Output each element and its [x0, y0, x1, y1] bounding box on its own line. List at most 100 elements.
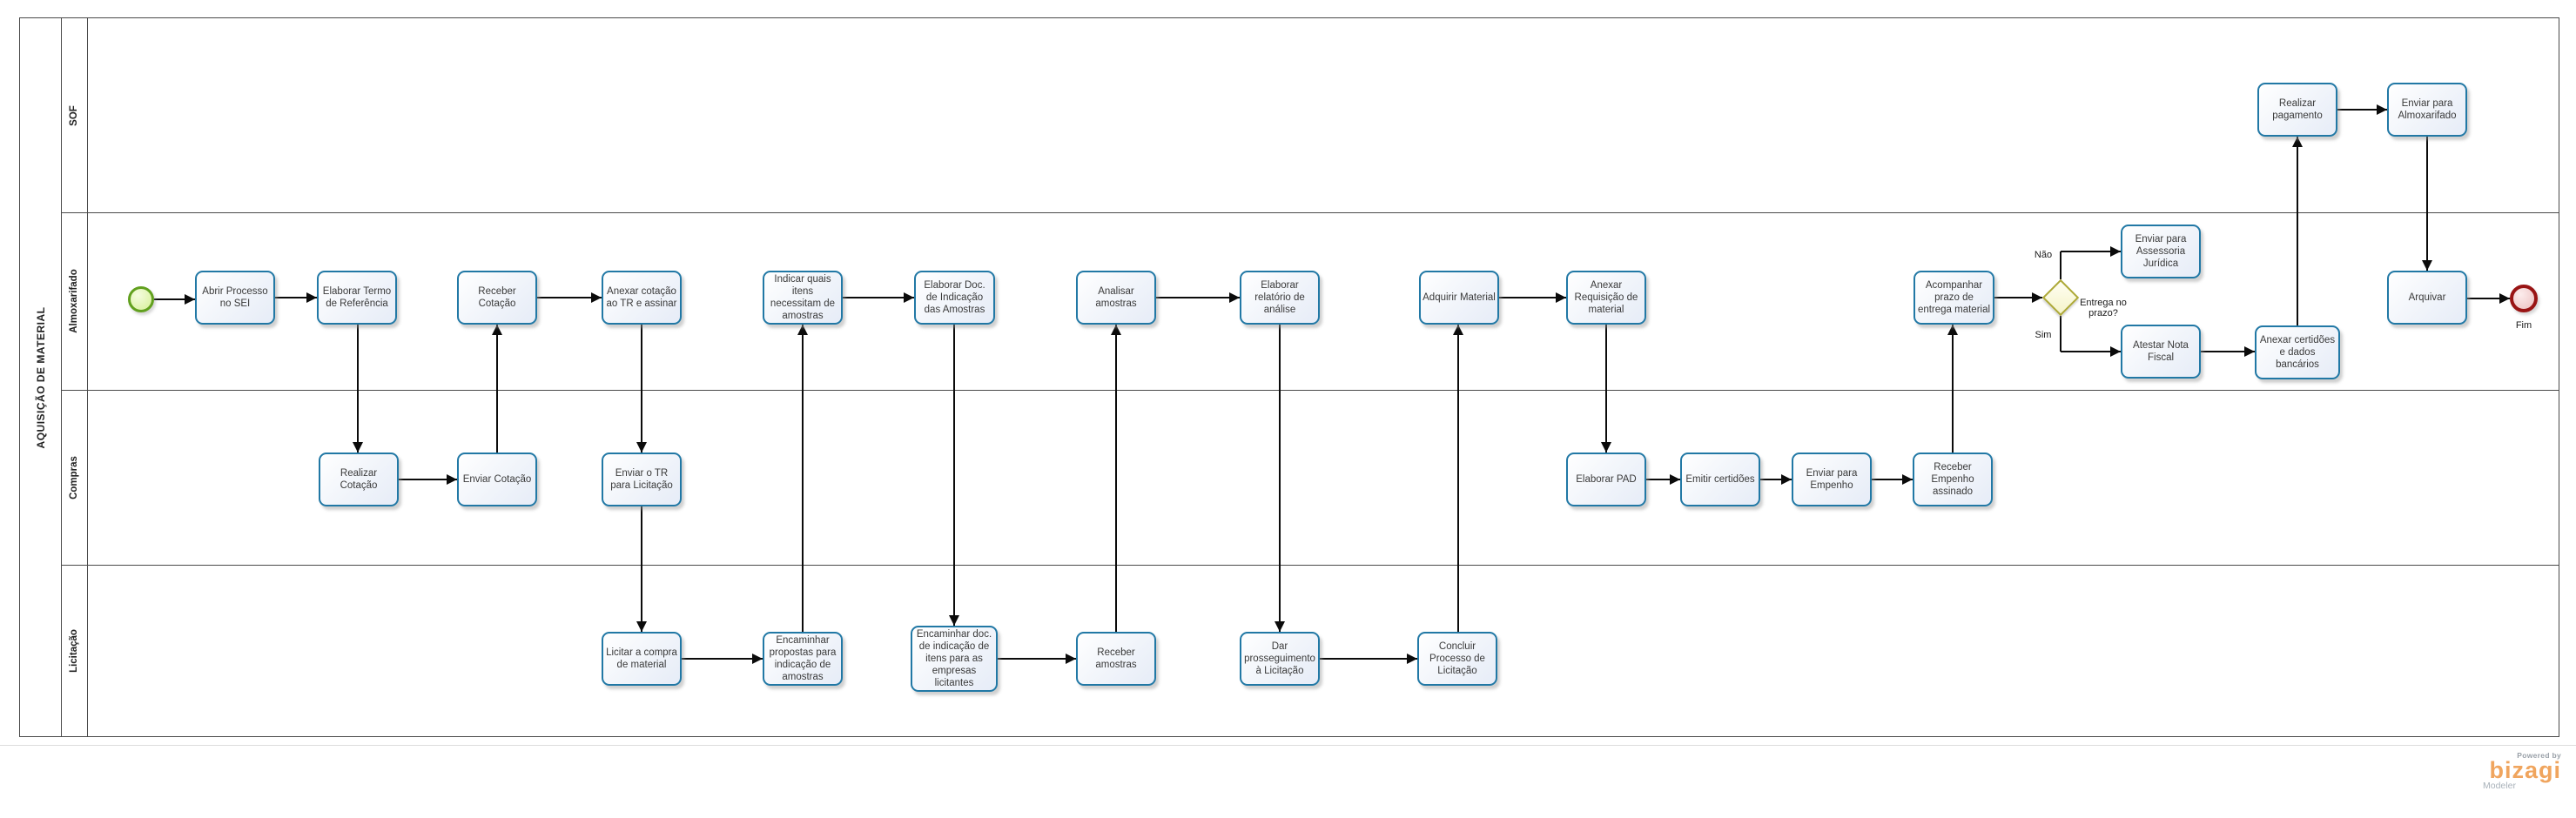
task-elaborar-termo-referencia[interactable]: Elaborar Termo de Referência [317, 271, 397, 325]
sequence-flow-segment [2201, 351, 2255, 352]
task-elaborar-doc-indicacao[interactable]: Elaborar Doc. de Indicação das Amostras [914, 271, 995, 325]
sequence-flow-arrowhead [2292, 137, 2303, 147]
task-elaborar-relatorio-analise[interactable]: Elaborar relatório de análise [1240, 271, 1320, 325]
sequence-flow-arrowhead [185, 294, 195, 305]
sequence-flow-segment [1605, 325, 1607, 453]
sequence-flow-arrowhead [2032, 292, 2042, 303]
sequence-flow-segment [1320, 658, 1417, 660]
pool-title: AQUISIÇÃO DE MATERIAL [35, 306, 47, 449]
task-abrir-processo-no-sei[interactable]: Abrir Processo no SEI [195, 271, 275, 325]
sequence-flow-segment [1156, 297, 1240, 298]
task-realizar-pagamento[interactable]: Realizar pagamento [2257, 83, 2337, 137]
sequence-flow-segment [953, 325, 955, 626]
sequence-flow-arrowhead [1601, 442, 1611, 453]
sequence-flow-segment [1646, 479, 1680, 480]
task-enviar-para-empenho[interactable]: Enviar para Empenho [1792, 453, 1872, 506]
task-encaminhar-propostas[interactable]: Encaminhar propostas para indicação de a… [763, 632, 843, 686]
task-enviar-cotacao[interactable]: Enviar Cotação [457, 453, 537, 506]
sequence-flow-segment [154, 298, 195, 300]
sequence-flow-arrowhead [1111, 325, 1121, 335]
bizagi-footer: Powered by bizagi Modeler [2481, 751, 2561, 791]
sequence-flow-arrowhead [1781, 474, 1792, 485]
sequence-flow-segment [802, 325, 804, 632]
sequence-flow-segment [399, 479, 457, 480]
sequence-flow-segment [1760, 479, 1792, 480]
lane-separator [61, 565, 2559, 566]
sequence-flow-segment [2426, 137, 2428, 271]
sequence-flow-arrowhead [1229, 292, 1240, 303]
bizagi-logo: bizagi [2489, 757, 2561, 783]
label-entrega-no-prazo: Entrega no prazo? [2080, 298, 2127, 318]
powered-by-text: Powered by [2517, 751, 2561, 760]
sequence-flow-segment [1872, 479, 1913, 480]
lane-label-sof: SOF [69, 104, 79, 126]
sequence-flow-segment [2337, 109, 2387, 111]
start-event[interactable] [128, 286, 154, 312]
sequence-flow-segment [843, 297, 914, 298]
sequence-flow-arrowhead [2110, 246, 2121, 257]
sequence-flow-arrowhead [1902, 474, 1913, 485]
task-receber-cotacao[interactable]: Receber Cotação [457, 271, 537, 325]
sequence-flow-arrowhead [492, 325, 502, 335]
task-licitar-compra-material[interactable]: Licitar a compra de material [602, 632, 682, 686]
sequence-flow-arrowhead [1947, 325, 1958, 335]
task-concluir-processo-licitacao[interactable]: Concluir Processo de Licitação [1417, 632, 1497, 686]
sequence-flow-segment [2467, 298, 2510, 299]
sequence-flow-arrowhead [636, 442, 647, 453]
task-analisar-amostras[interactable]: Analisar amostras [1076, 271, 1156, 325]
task-encaminhar-doc-licitantes[interactable]: Encaminhar doc. de indicação de itens pa… [911, 626, 998, 692]
sequence-flow-arrowhead [447, 474, 457, 485]
sequence-flow-segment [998, 658, 1076, 660]
sequence-flow-arrowhead [2244, 346, 2255, 357]
sequence-flow-segment [1279, 325, 1281, 632]
sequence-flow-segment [537, 297, 602, 298]
end-event[interactable] [2510, 285, 2538, 312]
task-acompanhar-prazo-entrega[interactable]: Acompanhar prazo de entrega material [1914, 271, 1994, 325]
sequence-flow-segment [1994, 297, 2042, 298]
task-enviar-tr-para-licitacao[interactable]: Enviar o TR para Licitação [602, 453, 682, 506]
sequence-flow-arrowhead [2110, 346, 2121, 357]
label-fim: Fim [2515, 320, 2532, 331]
lane-label-almoxarifado: Almoxarifado [69, 269, 79, 333]
sequence-flow-arrowhead [2422, 260, 2432, 271]
sequence-flow-arrowhead [949, 615, 959, 626]
sequence-flow-segment [641, 325, 642, 453]
task-enviar-assessoria-juridica[interactable]: Enviar para Assessoria Jurídica [2121, 225, 2201, 278]
sequence-flow-segment [1457, 325, 1459, 632]
sequence-flow-arrowhead [1275, 621, 1285, 632]
sequence-flow-arrowhead [1453, 325, 1463, 335]
task-arquivar[interactable]: Arquivar [2387, 271, 2467, 325]
sequence-flow-segment [2297, 137, 2298, 325]
sequence-flow-arrowhead [2377, 104, 2387, 115]
task-emitir-certidoes[interactable]: Emitir certidões [1680, 453, 1760, 506]
task-enviar-para-almoxarifado[interactable]: Enviar para Almoxarifado [2387, 83, 2467, 137]
sequence-flow-arrowhead [2499, 293, 2510, 304]
modeler-text: Modeler [2483, 780, 2516, 791]
task-indicar-itens-amostras[interactable]: Indicar quais itens necessitam de amostr… [763, 271, 843, 325]
sequence-flow-segment [275, 297, 317, 298]
task-dar-prosseguimento-licitacao[interactable]: Dar prosseguimento à Licitação [1240, 632, 1320, 686]
sequence-flow-segment [357, 325, 359, 453]
sequence-flow-arrowhead [636, 621, 647, 632]
lane-separator [61, 390, 2559, 391]
lane-label-licitação: Licitação [69, 629, 79, 673]
sequence-flow-arrowhead [752, 654, 763, 664]
sequence-flow-arrowhead [591, 292, 602, 303]
task-anexar-cotacao-tr-assinar[interactable]: Anexar cotação ao TR e assinar [602, 271, 682, 325]
task-receber-empenho-assinado[interactable]: Receber Empenho assinado [1913, 453, 1993, 506]
sequence-flow-segment [682, 658, 763, 660]
lane-label-compras: Compras [69, 455, 79, 500]
task-realizar-cotacao[interactable]: Realizar Cotação [319, 453, 399, 506]
task-adquirir-material[interactable]: Adquirir Material [1419, 271, 1499, 325]
task-atestar-nota-fiscal[interactable]: Atestar Nota Fiscal [2121, 325, 2201, 379]
sequence-flow-segment [2060, 316, 2061, 352]
sequence-flow-segment [1952, 325, 1954, 453]
task-elaborar-pad[interactable]: Elaborar PAD [1566, 453, 1646, 506]
task-anexar-requisicao-material[interactable]: Anexar Requisição de material [1566, 271, 1646, 325]
task-receber-amostras[interactable]: Receber amostras [1076, 632, 1156, 686]
label-nao: Não [2034, 250, 2053, 260]
task-anexar-certidoes-dados[interactable]: Anexar certidões e dados bancários [2255, 325, 2340, 379]
sequence-flow-arrowhead [1670, 474, 1680, 485]
